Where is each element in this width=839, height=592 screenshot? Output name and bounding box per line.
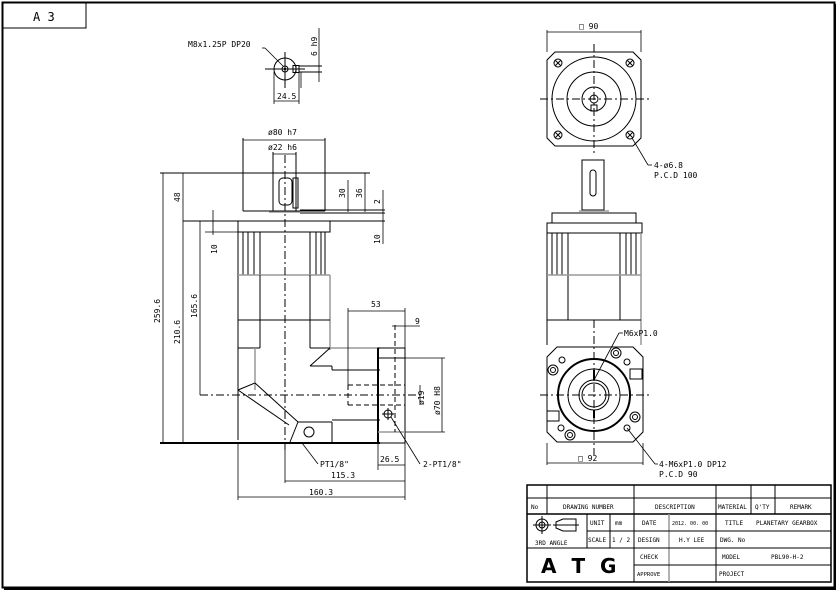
shaft-length-dim: 36 (355, 188, 364, 198)
sheet-size-label: A 3 (33, 10, 55, 24)
overall-width-dim: 160.3 (309, 488, 333, 497)
axis-to-face-dim: 115.3 (331, 471, 355, 480)
output-square-dim: □ 92 (578, 454, 597, 463)
shaft-end-detail (262, 28, 322, 104)
shaft-height-dim: 24.5 (277, 92, 296, 101)
header-remark: REMARK (790, 504, 812, 511)
front-view-geometry (540, 159, 658, 465)
output-flange-width-dim: 26.5 (380, 455, 399, 464)
header-drawing-number: DRAWING NUMBER (563, 504, 614, 511)
tap-callout: M6xP1.0 (624, 329, 658, 338)
shaft-dia-dim: ø22 h6 (268, 143, 297, 152)
title-value: PLANETARY GEARBOX (756, 520, 818, 527)
header-qty: Q'TY (755, 504, 770, 511)
company-logo: A T G (541, 554, 620, 578)
sheet-size-box (2, 2, 87, 29)
header-description: DESCRIPTION (655, 504, 695, 511)
input-pcd-callout: P.C.D 100 (654, 171, 698, 180)
projection-label: 3RD ANGLE (535, 540, 568, 547)
key-width-dim: 6 h9 (310, 37, 319, 56)
thread-callout: M8x1.25P DP20 (188, 40, 251, 49)
flange-to-bottom-dim: 210.6 (173, 320, 182, 344)
flange-thickness-left-dim: 10 (210, 244, 219, 254)
model-label: MODEL (722, 554, 740, 561)
header-no: No (531, 504, 539, 511)
check-label: CHECK (640, 554, 658, 561)
input-flange-view (540, 30, 652, 166)
output-pcd-callout: P.C.D 90 (659, 470, 698, 479)
output-holes-callout: 4-M6xP1.0 DP12 (659, 460, 727, 469)
title-block (526, 484, 832, 583)
title-label: TITLE (725, 520, 743, 527)
overall-height-dim: 259.6 (153, 299, 162, 323)
shaft-to-flange-dim: 48 (173, 192, 182, 202)
bolt-hole-icon (553, 58, 635, 140)
dwg-no-label: DWG. No (720, 537, 746, 544)
tapped-hole-icon (547, 347, 641, 441)
model-value: PBL90-H-2 (771, 554, 804, 561)
output-flange-offset-dim: 53 (371, 300, 381, 309)
unit-label: UNIT (590, 520, 605, 527)
date-label: DATE (642, 520, 657, 527)
key-length-dim: 30 (338, 188, 347, 198)
third-angle-projection-icon (533, 516, 579, 534)
side-view-geometry (160, 138, 445, 500)
flange-thickness-right-dim: 10 (373, 234, 382, 244)
pilot-step-dim: 2 (373, 199, 382, 204)
header-material: MATERIAL (718, 504, 747, 511)
bore-dia-dim: ø19 (417, 390, 426, 405)
project-label: PROJECT (719, 571, 745, 578)
port-right-callout: 2-PT1/8" (423, 460, 462, 469)
output-pilot-depth-dim: 9 (415, 317, 420, 326)
design-label: DESIGN (638, 537, 660, 544)
approve-label: APPROVE (637, 572, 660, 578)
date-value: 2012. 00. 00 (672, 521, 708, 527)
output-pilot-dia-dim: ø70 H8 (433, 386, 442, 415)
pilot-dia-dim: ø80 h7 (268, 128, 297, 137)
input-square-dim: □ 90 (579, 22, 598, 31)
input-hole-callout: 4-ø6.8 (654, 161, 683, 170)
scale-value: 1 / 2 (612, 537, 630, 544)
flange-to-output-axis-dim: 165.6 (190, 294, 199, 318)
design-value: H.Y LEE (679, 537, 705, 544)
port-left-callout: PT1/8" (320, 460, 349, 469)
unit-value: mm (615, 520, 623, 527)
scale-label: SCALE (588, 537, 606, 544)
